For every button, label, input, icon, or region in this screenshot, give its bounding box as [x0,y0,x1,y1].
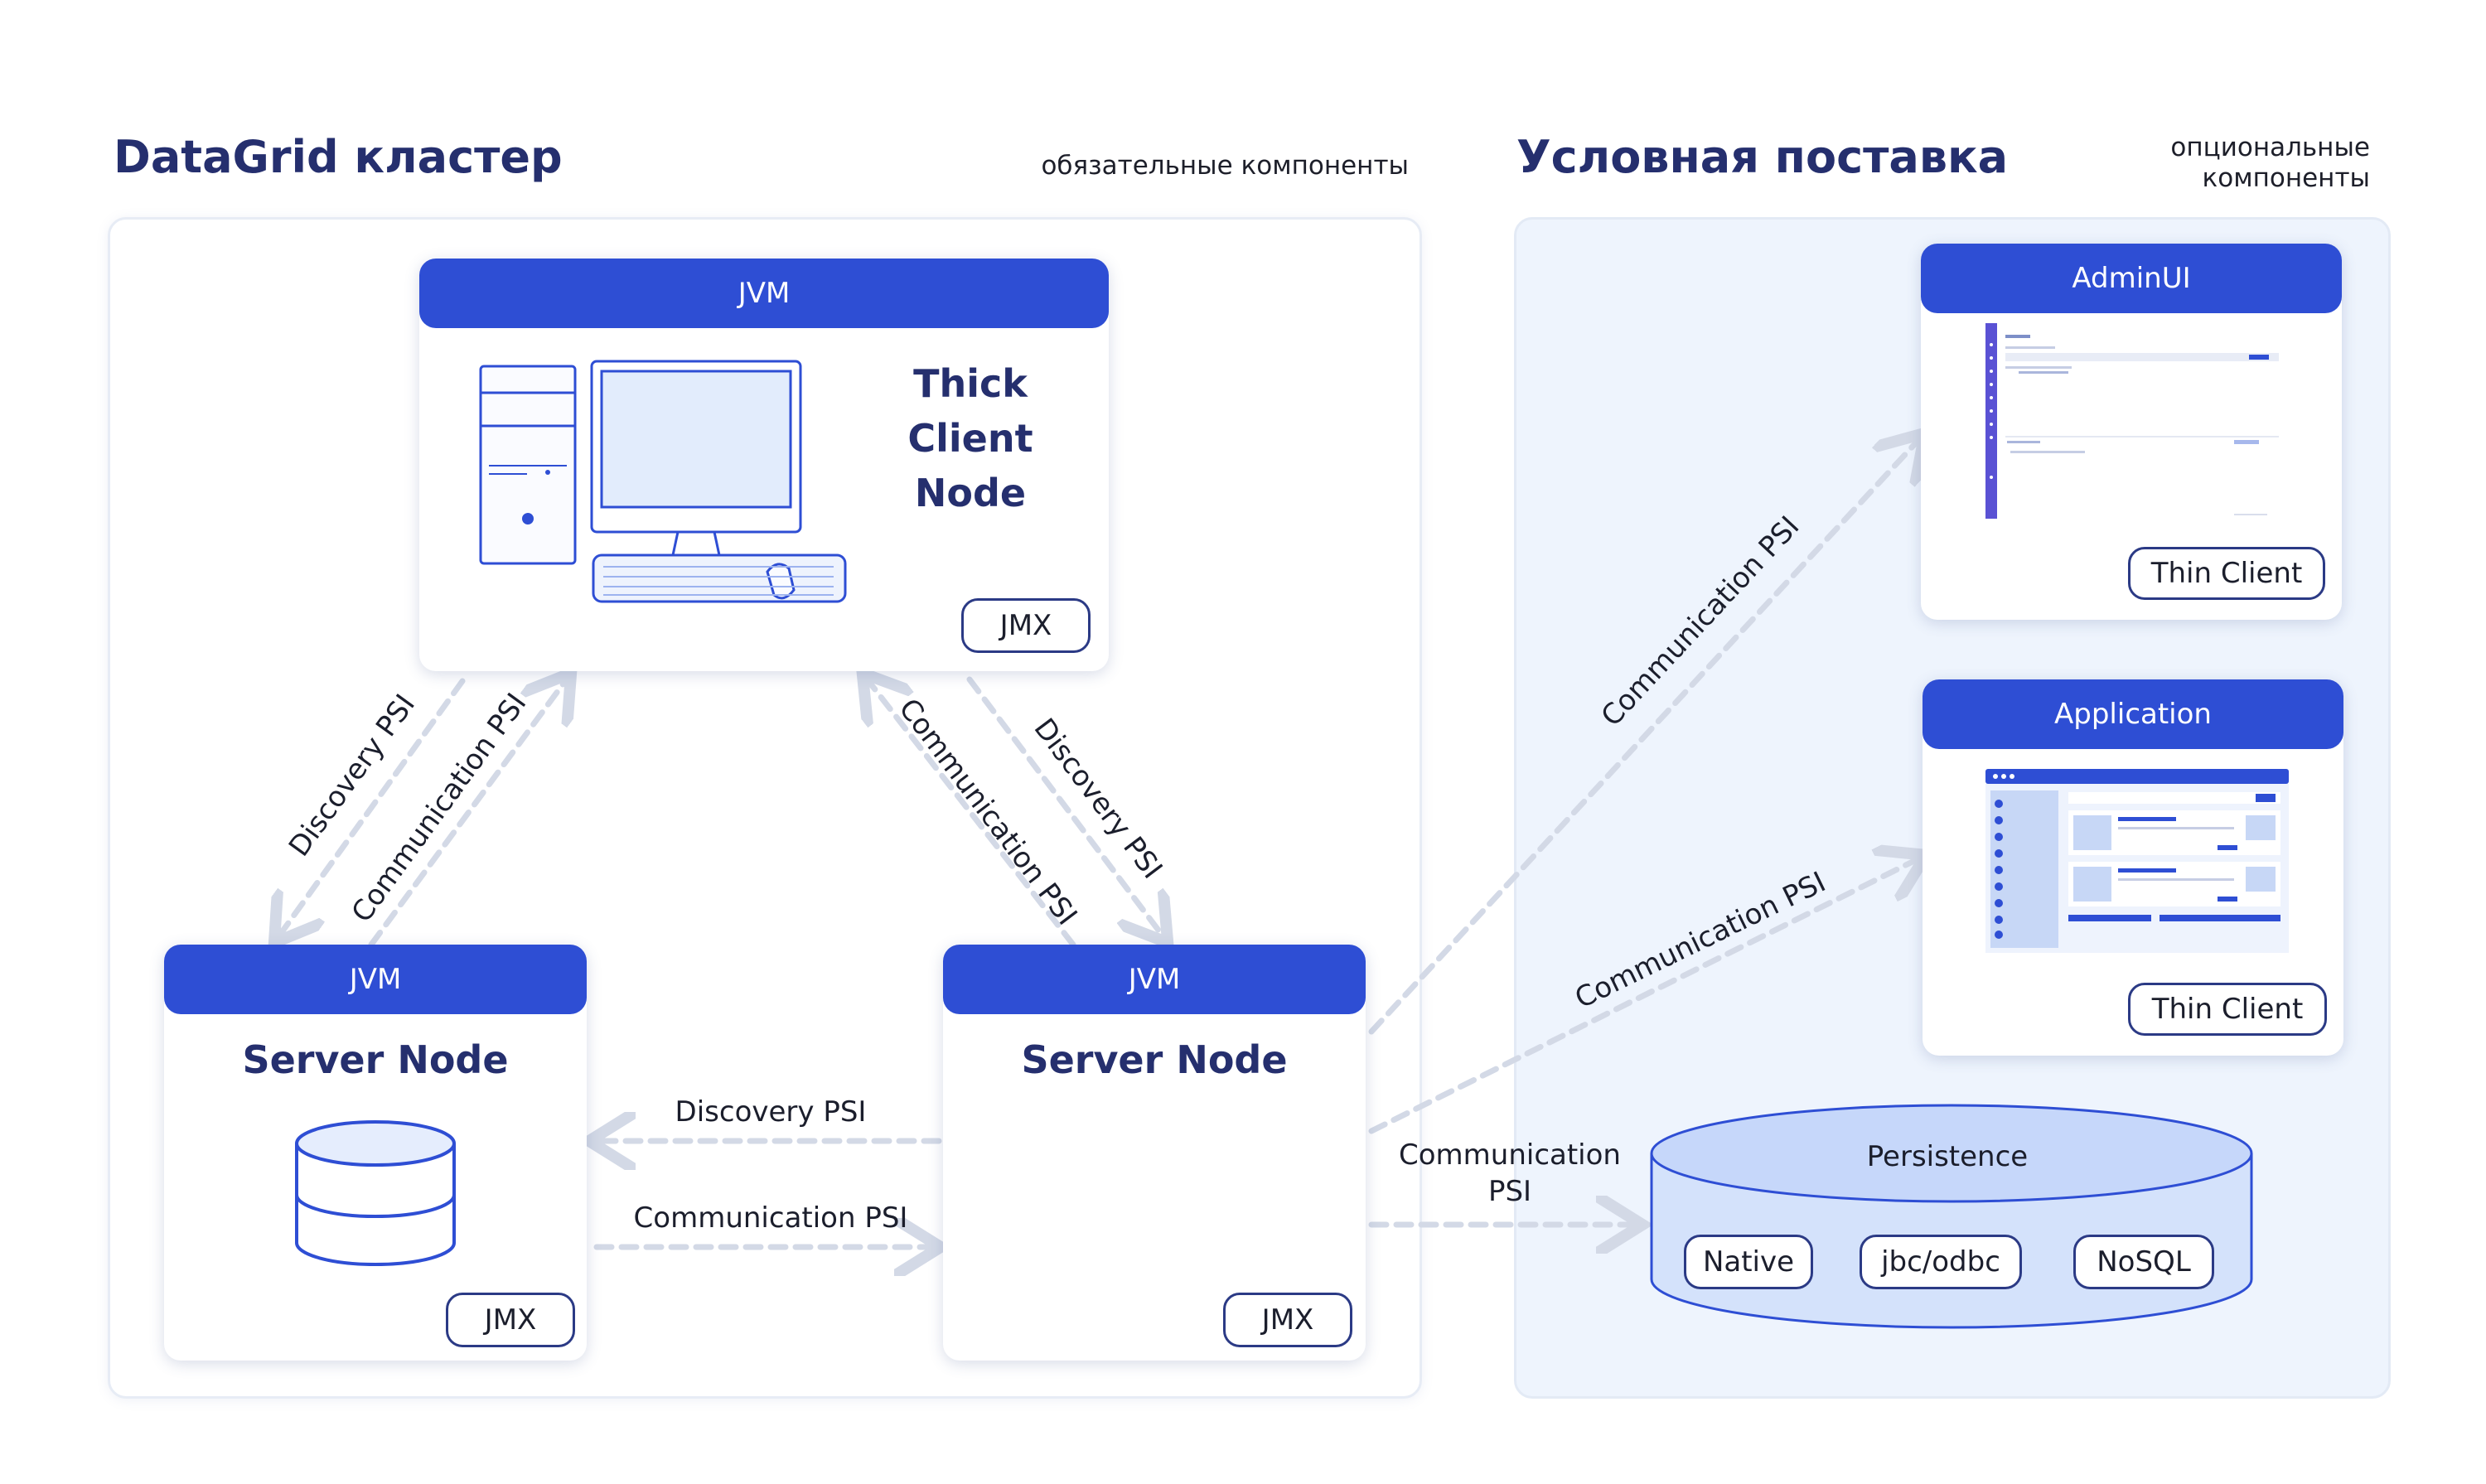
admin-ui-bar: AdminUI [1921,244,2342,313]
persistence-item-native: Native [1684,1235,1813,1289]
cluster-title: DataGrid кластер [114,131,563,183]
database-icon [295,1120,456,1266]
admin-ui-screenshot-icon [1985,323,2284,527]
application-bar: Application [1923,679,2343,749]
server-node-left-jvm-bar: JVM [164,945,587,1014]
server-node-left-card: JVM Server Node JMX [164,945,587,1361]
thick-client-title-line1: Thick [913,361,1028,406]
admin-ui-thin-client-badge: Thin Client [2128,547,2325,600]
delivery-title: Условная поставка [1516,131,2009,183]
server-node-right-title: Server Node [1021,1037,1288,1082]
arrow-sl-to-tc-communication [368,678,568,948]
application-card: Application Thin Client [1923,679,2343,1056]
thick-client-card: JVM Thick Client Node JMX [419,259,1109,671]
thick-client-title-line3: Node [914,471,1027,515]
arrow-tc-to-sl-discovery [278,678,466,938]
server-node-left-jmx-badge: JMX [446,1293,575,1347]
server-node-right-card: JVM Server Node JMX [943,945,1366,1361]
optional-components-note: опциональные компоненты [2030,133,2370,194]
server-node-right-jvm-bar: JVM [943,945,1366,1014]
persistence-cylinder-icon [1650,1104,2253,1329]
optional-note-line1: опциональные [2170,133,2370,162]
thick-client-jvm-bar: JVM [419,259,1109,328]
server-node-right-jmx-badge: JMX [1223,1293,1352,1347]
persistence-item-jdbc-odbc: jbc/odbc [1860,1235,2022,1289]
arrow-sr-to-tc-communication [866,678,1076,948]
edge-label-sr-persistence-line2: PSI [1487,1175,1532,1208]
edge-label-sr-persistence: Communication PSI [1386,1137,1634,1210]
persistence-item-nosql: NoSQL [2073,1235,2214,1289]
admin-ui-card: AdminUI Thin Client [1921,244,2342,620]
edge-label-sr-persistence-line1: Communication [1399,1138,1621,1172]
required-components-note: обязательные компоненты [1041,151,1409,181]
optional-note-line2: компоненты [2202,163,2370,193]
application-screenshot-icon [1985,769,2289,953]
arrow-tc-to-sr-discovery [966,676,1164,938]
thick-client-title-line2: Client [907,416,1033,461]
thick-client-title: Thick Client Node [892,356,1049,520]
arrow-sr-to-admin-communication [1368,437,1921,1035]
arrow-sr-to-app-communication [1368,858,1921,1134]
application-thin-client-badge: Thin Client [2128,983,2327,1036]
persistence-title: Persistence [1866,1140,2029,1173]
edge-label-sl-sr-communication: Communication PSI [633,1201,908,1235]
server-node-left-title: Server Node [242,1037,509,1082]
edge-label-sr-sl-discovery: Discovery PSI [675,1095,867,1129]
desktop-computer-icon [479,360,847,603]
thick-client-jmx-badge: JMX [961,598,1091,653]
